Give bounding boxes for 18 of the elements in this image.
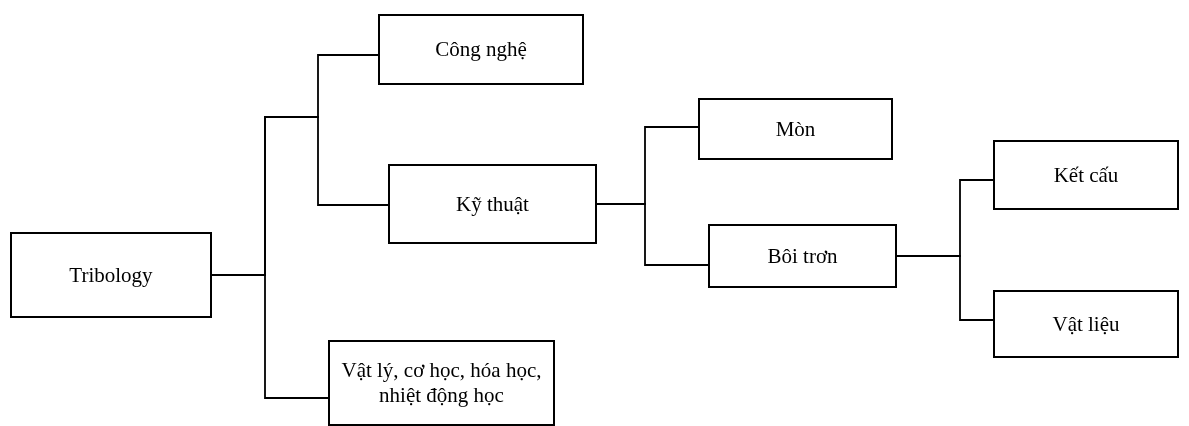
- process-box: [708, 224, 897, 288]
- box-label: Công nghệ: [435, 37, 527, 62]
- connector-line: [896, 255, 994, 321]
- box-label: Kỹ thuật: [456, 191, 529, 217]
- box-label: Mòn: [775, 116, 816, 142]
- box-label: Kết cấu: [1053, 162, 1119, 188]
- process-box: [328, 340, 555, 426]
- box-label: Vật lý, cơ học, hóa học, nhiệt động học: [340, 358, 543, 408]
- connector-line: [596, 203, 709, 266]
- process-box: [378, 14, 584, 85]
- process-box: [698, 98, 893, 160]
- process-box: [10, 232, 212, 318]
- box-label: Bôi trơn: [767, 243, 838, 269]
- process-box: [993, 290, 1179, 358]
- process-box: [388, 164, 597, 244]
- box-label: Tribology: [69, 262, 153, 288]
- process-box: [993, 140, 1179, 210]
- box-label: Vật liệu: [1052, 311, 1120, 337]
